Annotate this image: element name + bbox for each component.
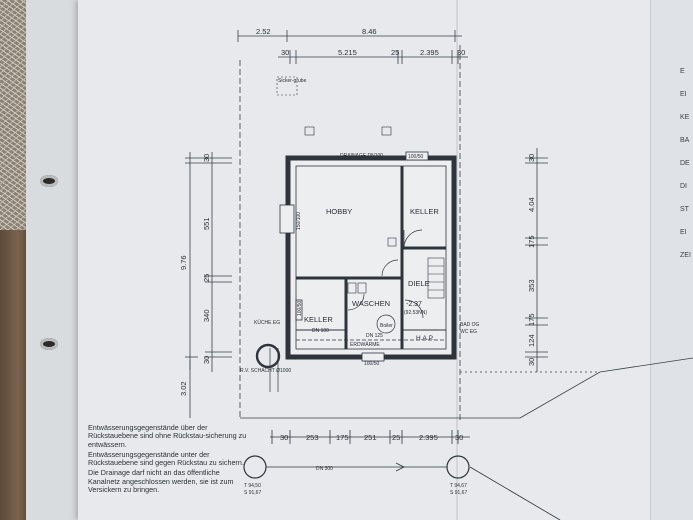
dim-top-detail: 25 <box>391 48 399 57</box>
label-window-left: 150/100 <box>296 212 302 230</box>
room-hobby: HOBBY <box>326 207 352 216</box>
label-wc: WC EG <box>460 329 477 335</box>
dim-left: 30 <box>202 154 211 162</box>
room-diele: DIELE <box>408 279 430 288</box>
edge-letter: KE <box>680 114 690 121</box>
label-level: -2.37 <box>406 301 422 308</box>
label-schacht: R.V. SCHACHT Ø1000 <box>240 368 291 374</box>
edge-letter: ST <box>680 206 689 213</box>
label-hap: H.A.P. <box>416 335 434 342</box>
underlying-sheet <box>26 0 86 520</box>
dim-right: 4.04 <box>527 197 536 212</box>
dim-bottom: 30 <box>280 433 288 442</box>
room-kueche: KÜCHE EG <box>254 319 280 326</box>
dim-bottom: 175 <box>336 433 349 442</box>
room-keller-bottom: KELLER <box>304 315 333 324</box>
label-window-bottom: 100/50 <box>364 361 380 367</box>
dim-right: 175 <box>527 235 536 248</box>
dim-left: 340 <box>202 309 211 322</box>
edge-letter: BA <box>680 137 690 144</box>
dim-right: 30 <box>527 358 536 366</box>
dim-right: 30 <box>527 154 536 162</box>
dim-bottom: 2.395 <box>419 433 438 442</box>
dim-bottom: 251 <box>364 433 377 442</box>
dim-left: 25 <box>202 274 211 282</box>
dim-top-overall: 8.46 <box>362 27 377 36</box>
edge-letter: E <box>680 68 685 75</box>
label-drainage-box: 100/50 <box>408 154 424 160</box>
label-level-sub: (92.53NN) <box>404 310 427 316</box>
dim-right: 124 <box>527 334 536 347</box>
dim-bottom: 30 <box>455 433 463 442</box>
punch-hole-bottom <box>40 338 58 350</box>
edge-letter: DE <box>680 160 690 167</box>
edge-letter: EI <box>680 91 687 98</box>
dim-top-detail: 2.395 <box>420 48 439 57</box>
dim-top-detail: 30 <box>457 48 465 57</box>
label-manhole-left: S 91,67 <box>244 490 261 496</box>
label-manhole-right: T 94,67 <box>450 483 467 489</box>
note-text: Entwässerungsgegenstände unter der Rücks… <box>88 449 244 468</box>
label-dn-small: DN 125 <box>366 333 383 339</box>
note-text: Die Drainage darf nicht an das öffentlic… <box>88 468 234 495</box>
edge-letter: DI <box>680 183 687 190</box>
dim-top-detail: 5.215 <box>338 48 357 57</box>
edge-letter: ZEI <box>680 252 691 259</box>
note-text: Entwässerungsgegenstände über der Rückst… <box>88 423 247 449</box>
dim-left: 551 <box>202 217 211 230</box>
punch-hole-top <box>40 175 58 187</box>
dim-top-detail: 30 <box>281 48 289 57</box>
label-bad: BAD OG <box>460 322 480 328</box>
dim-top-overall: 2.52 <box>256 27 271 36</box>
label-sewer-pipe: DN 300 <box>316 466 333 472</box>
dim-bottom: 253 <box>306 433 319 442</box>
room-keller-top: KELLER <box>410 207 439 216</box>
label-boiler: Boiler <box>380 323 393 329</box>
edge-letter: EI <box>680 229 687 236</box>
dim-bottom: 25 <box>392 433 400 442</box>
label-drainage: DRAINAGE DN100 <box>340 153 383 159</box>
drainage-notes: Entwässerungsgegenstände über der Rückst… <box>88 423 248 496</box>
dim-right: 175 <box>527 313 536 326</box>
next-page-edge <box>650 0 693 520</box>
dim-right: 353 <box>527 279 536 292</box>
label-manhole-left: T 94,50 <box>244 483 261 489</box>
label-dn100: DN 100 <box>312 328 329 334</box>
label-sickergrube: Sicker-grube <box>278 78 307 84</box>
dim-left-total: 9.76 <box>179 255 188 270</box>
room-waschen: WASCHEN <box>352 299 390 308</box>
label-erdwaerme: ERDWÄRME <box>350 341 380 348</box>
label-manhole-right: S 91,67 <box>450 490 467 496</box>
next-page-edge-text: E EI KE BA DE DI ST EI ZEI <box>680 60 693 267</box>
label-window-left2: 100/50 <box>297 300 303 316</box>
dim-left-extra: 3.02 <box>179 381 188 396</box>
dim-left: 30 <box>202 356 211 364</box>
